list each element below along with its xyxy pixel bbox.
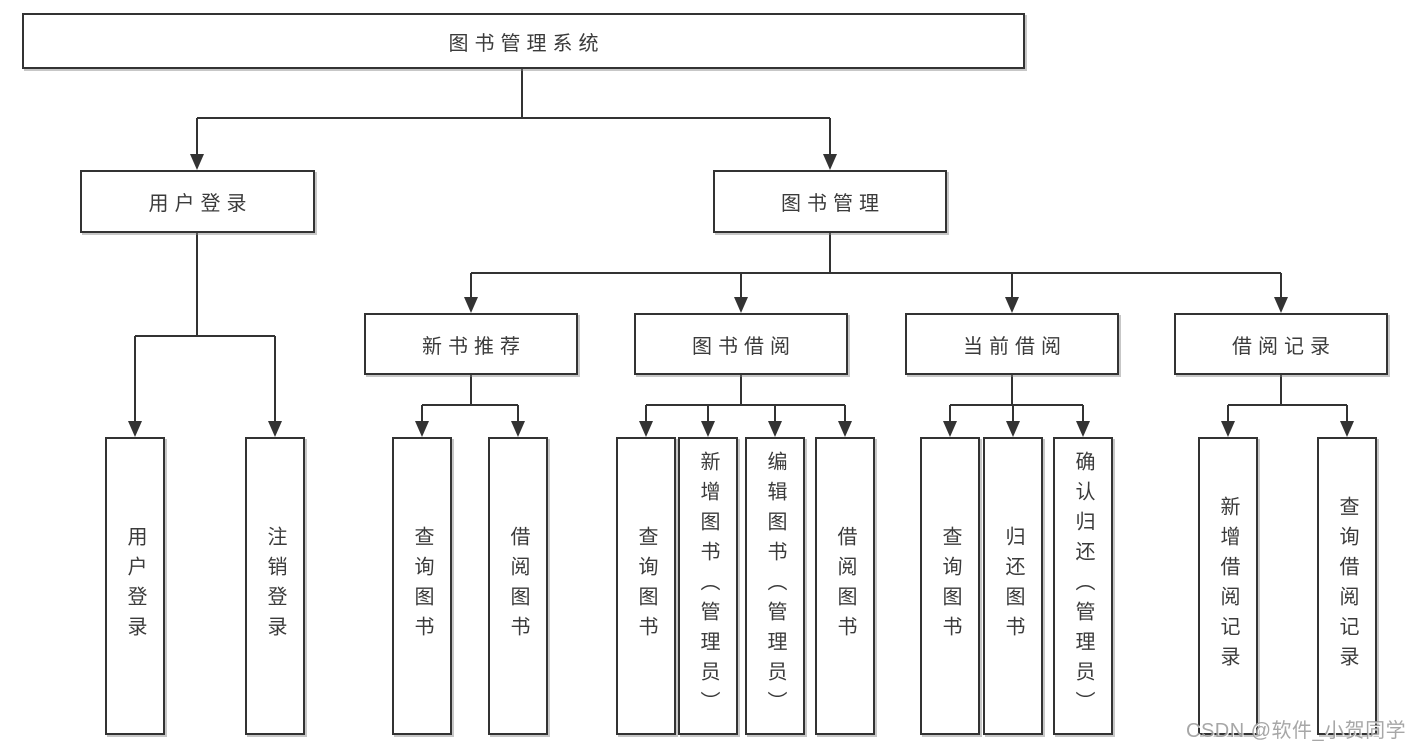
node-label: 当前借阅	[963, 335, 1067, 358]
node-book-borrowing: 图书借阅	[634, 313, 848, 375]
leaf-query-books-current: 查询图书	[920, 437, 980, 735]
leaf-label: 注销登录	[264, 526, 286, 646]
leaf-user-login: 用户登录	[105, 437, 165, 735]
node-label: 图书管理系统	[448, 32, 605, 55]
leaf-label: 确认归还（管理员）	[1072, 451, 1094, 721]
leaf-return-books: 归还图书	[983, 437, 1043, 735]
node-user-login: 用户登录	[80, 170, 315, 233]
leaf-label: 新增借阅记录	[1217, 496, 1239, 676]
leaf-logout: 注销登录	[245, 437, 305, 735]
leaf-edit-books-admin: 编辑图书（管理员）	[745, 437, 805, 735]
leaf-add-borrow-record: 新增借阅记录	[1198, 437, 1258, 735]
node-label: 用户登录	[148, 193, 253, 215]
leaf-borrow-books-recommend: 借阅图书	[488, 437, 548, 735]
leaf-add-books-admin: 新增图书（管理员）	[678, 437, 738, 735]
leaf-label: 归还图书	[1002, 526, 1024, 646]
node-book-management: 图书管理	[713, 170, 947, 233]
leaf-borrow-books: 借阅图书	[815, 437, 875, 735]
leaf-label: 查询图书	[635, 526, 657, 646]
watermark: CSDN @软件_小贺同学	[1186, 720, 1405, 742]
node-current-borrowing: 当前借阅	[905, 313, 1119, 375]
node-label: 图书管理	[781, 193, 885, 215]
node-label: 借阅记录	[1232, 335, 1336, 358]
leaf-label: 查询图书	[411, 526, 433, 646]
leaf-confirm-return-admin: 确认归还（管理员）	[1053, 437, 1113, 735]
node-label: 图书借阅	[692, 335, 796, 358]
node-label: 新书推荐	[422, 335, 526, 358]
leaf-label: 借阅图书	[507, 526, 529, 646]
leaf-label: 借阅图书	[834, 526, 856, 646]
leaf-label: 新增图书（管理员）	[697, 451, 719, 721]
leaf-label: 编辑图书（管理员）	[764, 451, 786, 721]
leaf-label: 查询借阅记录	[1336, 496, 1358, 676]
node-library-management-system: 图书管理系统	[22, 13, 1025, 69]
leaf-query-books-borrowing: 查询图书	[616, 437, 676, 735]
leaf-label: 用户登录	[124, 526, 146, 646]
node-borrowing-records: 借阅记录	[1174, 313, 1388, 375]
leaf-label: 查询图书	[939, 526, 961, 646]
node-new-book-recommendation: 新书推荐	[364, 313, 578, 375]
leaf-query-borrow-record: 查询借阅记录	[1317, 437, 1377, 735]
leaf-query-books-recommend: 查询图书	[392, 437, 452, 735]
